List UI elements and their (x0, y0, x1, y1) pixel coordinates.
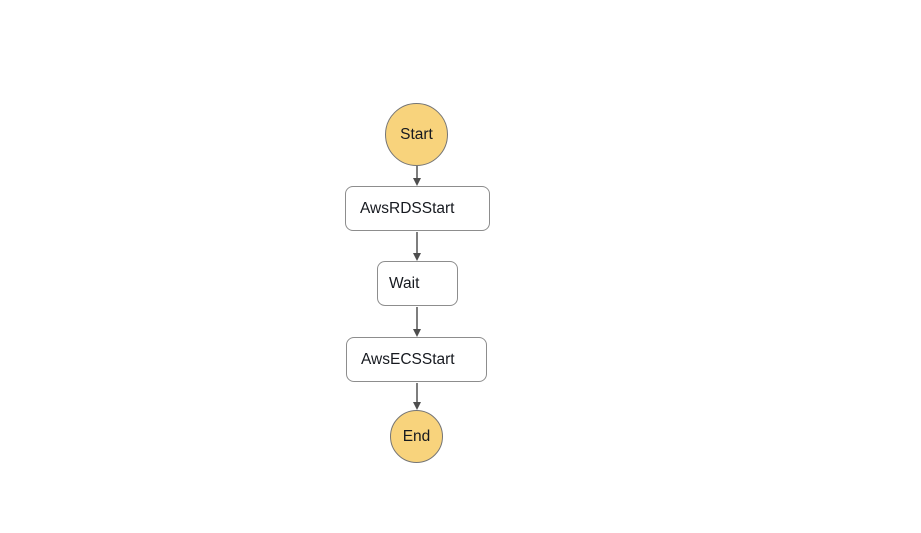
state-node-wait[interactable]: Wait (377, 261, 458, 306)
state-node-label: Wait (389, 274, 420, 292)
arrow-down-icon (412, 329, 421, 337)
state-node-label: AwsRDSStart (360, 199, 455, 217)
start-node: Start (385, 103, 448, 166)
arrow-down-icon (412, 402, 421, 410)
arrow-line (415, 166, 418, 178)
arrow-line (415, 307, 418, 329)
edge-wait-to-awsecsstart (412, 307, 421, 337)
edge-start-to-awsrdsstart (412, 166, 421, 186)
start-node-label: Start (400, 125, 433, 143)
arrow-line (415, 232, 418, 253)
arrow-line (415, 383, 418, 402)
edge-awsrdsstart-to-wait (412, 232, 421, 261)
state-node-awsrdsstart[interactable]: AwsRDSStart (345, 186, 490, 231)
state-node-label: AwsECSStart (361, 350, 455, 368)
end-node-label: End (402, 427, 431, 445)
edge-awsecsstart-to-end (412, 383, 421, 410)
arrow-down-icon (412, 253, 421, 261)
arrow-down-icon (412, 178, 421, 186)
state-node-awsecsstart[interactable]: AwsECSStart (346, 337, 487, 382)
end-node: End (390, 410, 443, 463)
